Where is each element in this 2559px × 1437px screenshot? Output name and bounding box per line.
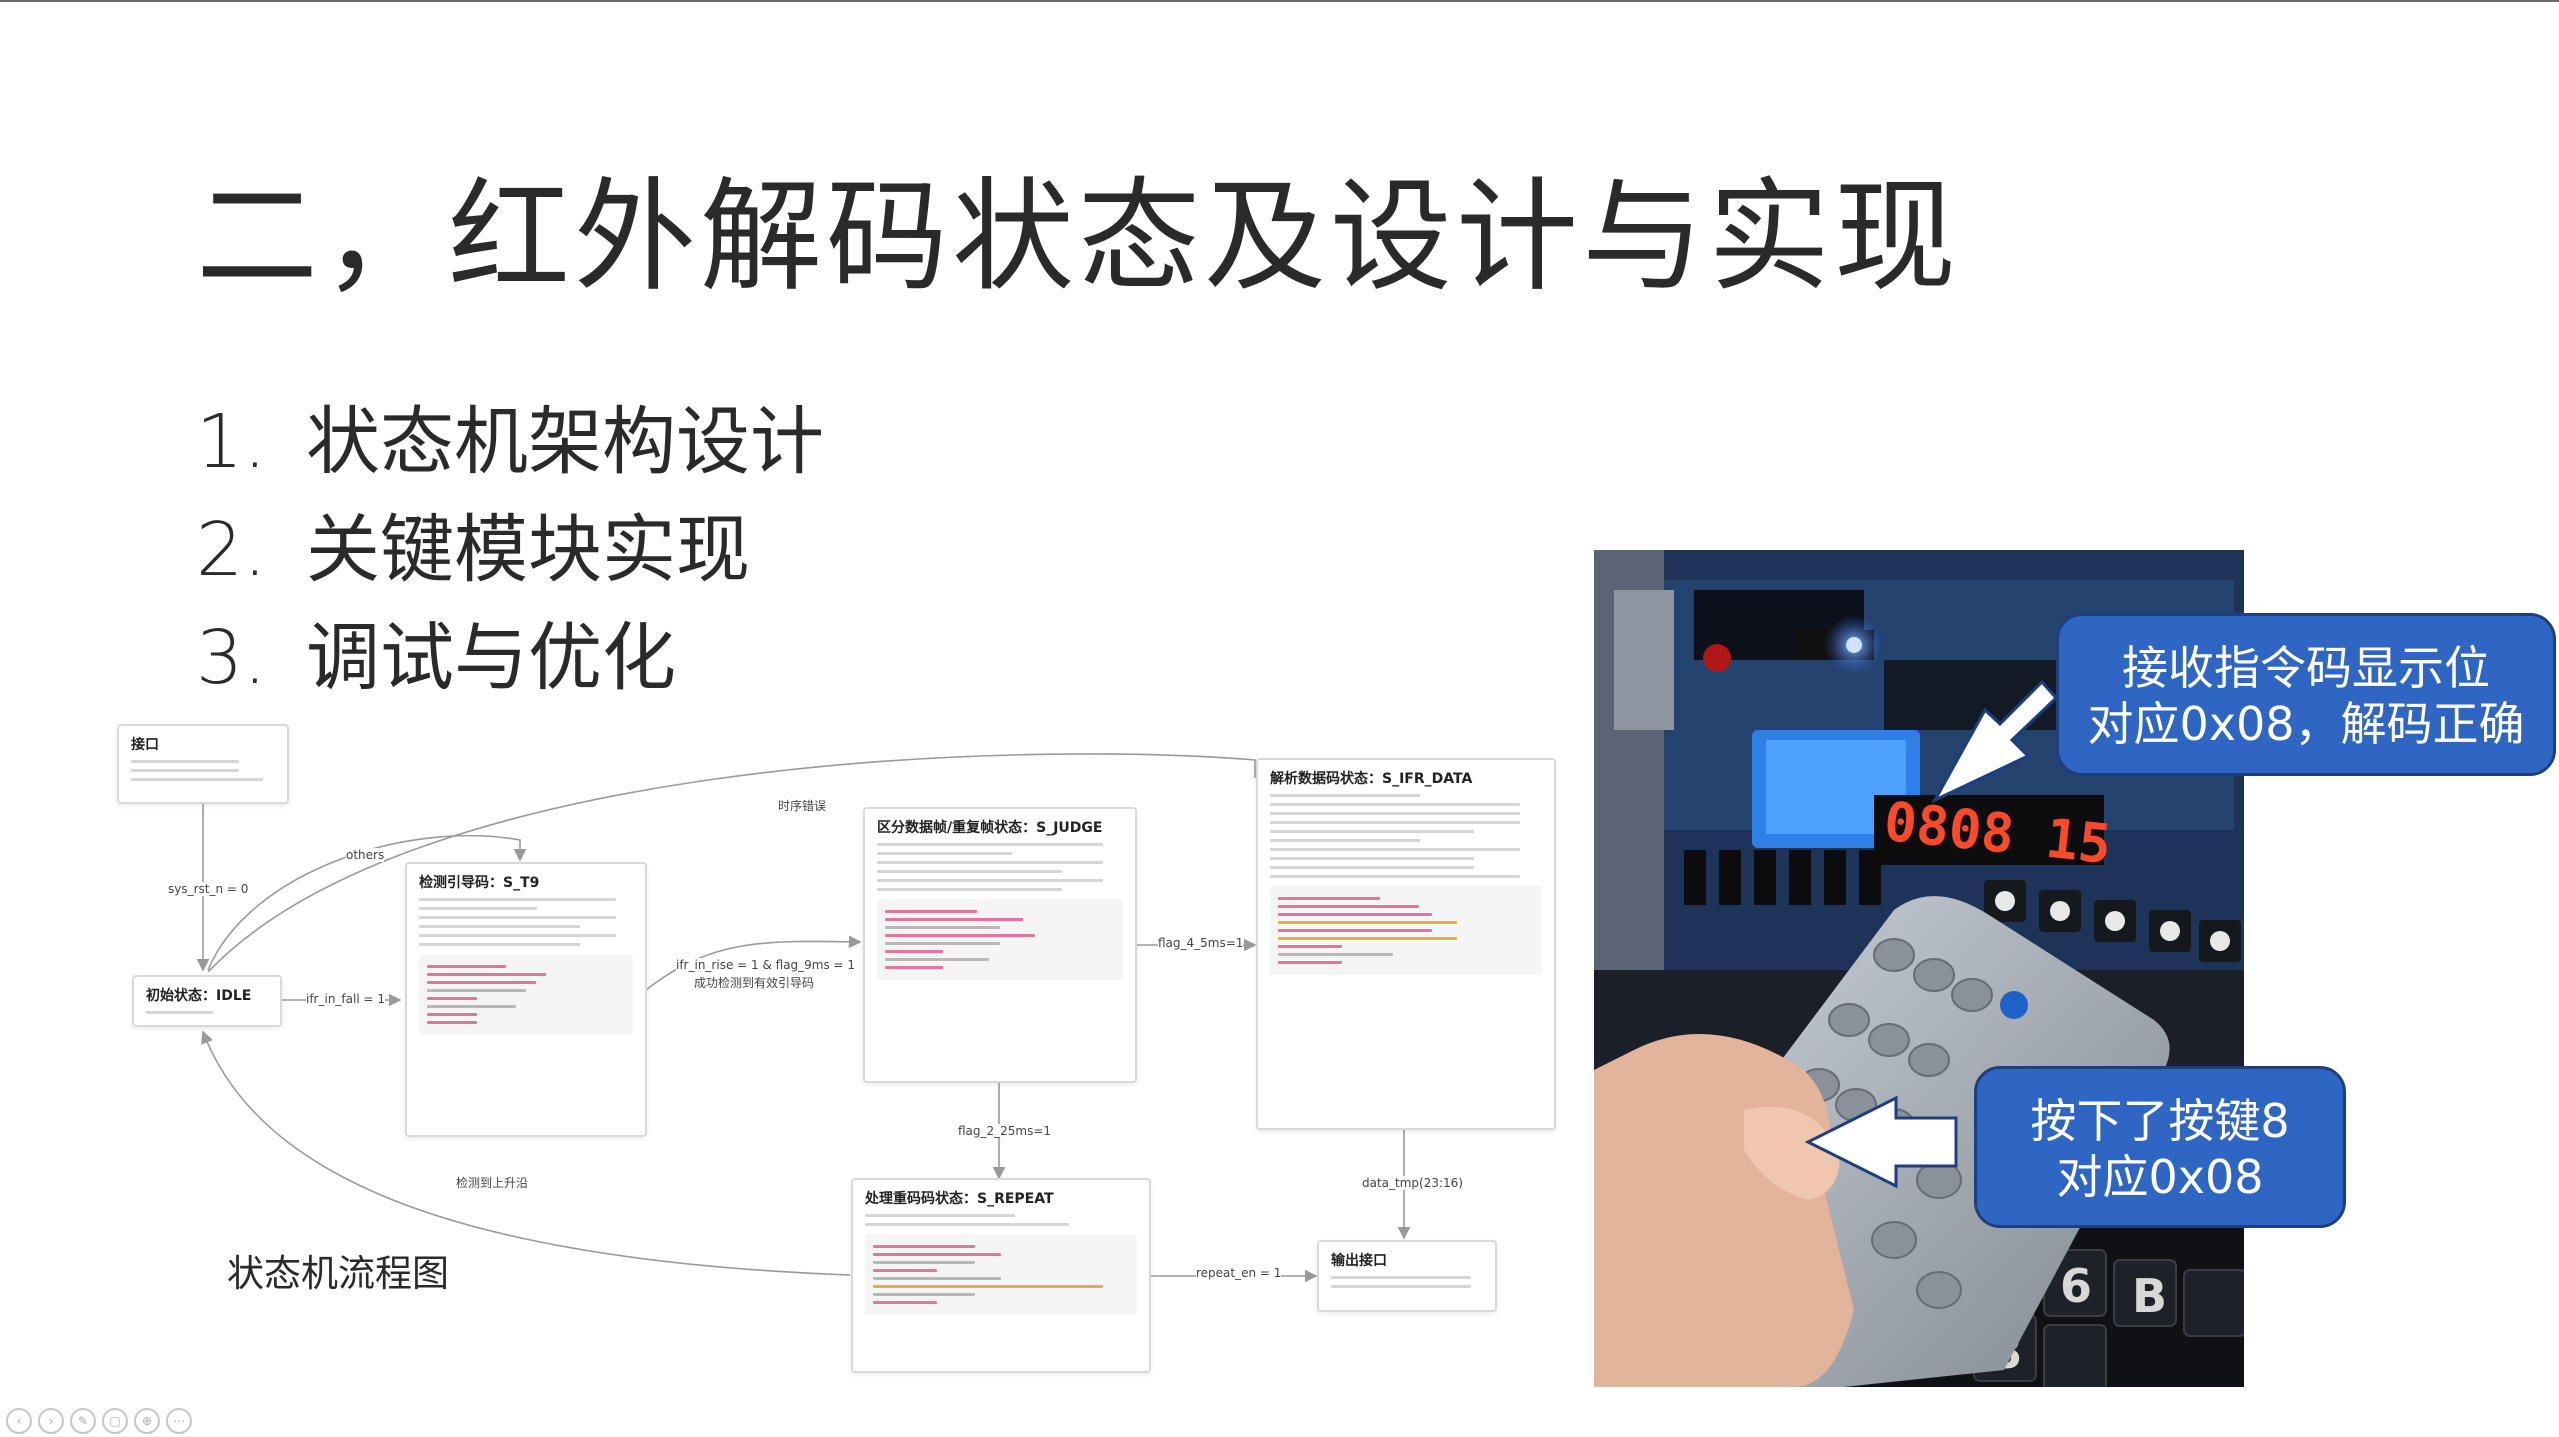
svg-text:B: B: [2132, 1269, 2167, 1323]
agenda-item: 2. 关键模块实现: [196, 490, 824, 598]
text-line: [1270, 794, 1420, 797]
pen-tool-button[interactable]: ✎: [70, 1408, 96, 1434]
flowchart-caption: 状态机流程图: [227, 1252, 449, 1295]
text-line: [419, 898, 616, 901]
edge-label: flag_4_5ms=1: [1158, 936, 1244, 950]
edge-label: ifr_in_rise = 1 & flag_9ms = 1: [676, 958, 856, 972]
node-s-judge: 区分数据帧/重复帧状态：S_JUDGE: [863, 807, 1137, 1083]
text-line: [419, 934, 616, 937]
node-title: 初始状态：IDLE: [146, 988, 252, 1004]
text-line: [877, 879, 1104, 882]
text-line: [1270, 830, 1474, 833]
callout-line: 接收指令码显示位: [2122, 641, 2490, 695]
node-title: 处理重码码状态：S_REPEAT: [865, 1191, 1054, 1207]
code-snippet: [877, 899, 1123, 980]
text-line: [877, 843, 1104, 846]
next-slide-button[interactable]: ›: [38, 1408, 64, 1434]
text-line: [1331, 1276, 1471, 1279]
text-line: [1331, 1285, 1471, 1288]
node-title: 接口: [131, 737, 159, 753]
edge-label: sys_rst_n = 0: [168, 882, 249, 896]
text-line: [877, 870, 1062, 873]
text-line: [131, 769, 239, 772]
callout-display-result: 接收指令码显示位 对应0x08，解码正确: [2056, 613, 2556, 776]
edge-label: others: [346, 848, 385, 862]
text-line: [419, 916, 616, 919]
text-line: [419, 907, 537, 910]
text-line: [1270, 812, 1521, 815]
slideshow-toolbar: ‹ › ✎ ▢ ⊕ ⋯: [6, 1408, 192, 1434]
node-title: 区分数据帧/重复帧状态：S_JUDGE: [877, 820, 1103, 836]
text-line: [1270, 821, 1521, 824]
text-line: [877, 852, 1013, 855]
prev-slide-button[interactable]: ‹: [6, 1408, 32, 1434]
text-line: [1270, 857, 1474, 860]
agenda-number: 1.: [196, 399, 267, 485]
node-s-ifr-data: 解析数据码状态：S_IFR_DATA: [1256, 758, 1556, 1130]
zoom-button[interactable]: ⊕: [134, 1408, 160, 1434]
agenda-item: 3. 调试与优化: [196, 598, 824, 706]
node-s-t9: 检测引导码：S_T9: [405, 862, 647, 1137]
edge-rise-9ms: [645, 935, 862, 991]
text-line: [419, 943, 580, 946]
agenda-number: 2.: [196, 507, 267, 593]
slide-overview-button[interactable]: ▢: [102, 1408, 128, 1434]
text-line: [131, 760, 239, 763]
callout-line: 对应0x08，解码正确: [2087, 697, 2525, 751]
state-machine-flowchart: 接口 初始状态：IDLE 检测引导码：S_T9 区分数据帧/重复帧状态：S_JU…: [110, 700, 1570, 1390]
callout-line: 对应0x08: [2056, 1150, 2264, 1204]
text-line: [131, 778, 264, 781]
text-line: [877, 888, 1062, 891]
node-title: 检测引导码：S_T9: [419, 875, 540, 891]
callout-line: 按下了按键8: [2030, 1094, 2290, 1148]
text-line: [865, 1214, 1015, 1217]
edge-label: repeat_en = 1: [1196, 1266, 1282, 1280]
text-line: [865, 1223, 1069, 1226]
edge-rise-detect: [201, 1030, 851, 1276]
edge-label: flag_2_25ms=1: [958, 1124, 1052, 1138]
edge-label: 检测到上升沿: [456, 1174, 529, 1191]
text-line: [1270, 848, 1521, 851]
edge-label: data_tmp(23:16): [1362, 1176, 1463, 1190]
node-output: 输出接口: [1317, 1240, 1497, 1312]
text-line: [1270, 839, 1420, 842]
edge-label: 成功检测到有效引导码: [694, 974, 815, 991]
code-snippet: [419, 954, 633, 1035]
agenda-number: 3.: [196, 615, 267, 701]
more-options-button[interactable]: ⋯: [166, 1408, 192, 1434]
callout-key-pressed: 按下了按键8 对应0x08: [1974, 1066, 2346, 1228]
agenda-item: 1. 状态机架构设计: [196, 382, 824, 490]
text-line: [146, 1011, 214, 1014]
top-rule: [0, 0, 2559, 2]
code-snippet: [865, 1234, 1137, 1315]
agenda-label: 状态机架构设计: [306, 399, 824, 485]
node-title: 输出接口: [1331, 1253, 1387, 1269]
node-idle: 初始状态：IDLE: [132, 975, 282, 1027]
text-line: [1270, 866, 1474, 869]
node-s-repeat: 处理重码码状态：S_REPEAT: [851, 1178, 1151, 1373]
code-snippet: [1270, 886, 1542, 975]
agenda-label: 关键模块实现: [306, 507, 750, 593]
text-line: [1270, 803, 1521, 806]
node-interface: 接口: [117, 724, 289, 804]
agenda-label: 调试与优化: [306, 615, 676, 701]
edge-label: ifr_in_fall = 1: [306, 992, 385, 1006]
text-line: [877, 861, 1104, 864]
agenda-list: 1. 状态机架构设计 2. 关键模块实现 3. 调试与优化: [196, 382, 824, 706]
slide-title: 二，红外解码状态及设计与实现: [196, 166, 1960, 308]
svg-text:6: 6: [2060, 1259, 2092, 1313]
edge-label: 时序错误: [778, 797, 827, 814]
node-title: 解析数据码状态：S_IFR_DATA: [1270, 771, 1473, 787]
text-line: [419, 925, 580, 928]
edge-timing-error: [207, 753, 1256, 973]
text-line: [1270, 875, 1521, 878]
